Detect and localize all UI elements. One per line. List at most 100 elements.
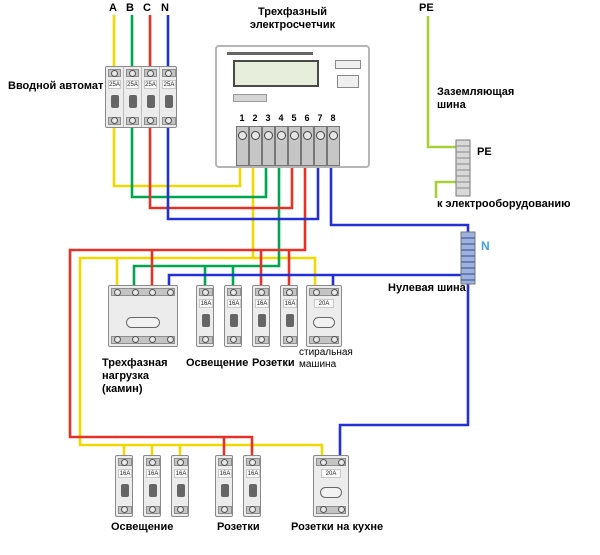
screw-icon bbox=[166, 289, 174, 296]
screw-icon bbox=[312, 336, 320, 343]
terminal-screw-icon bbox=[328, 131, 338, 140]
meter-terminal bbox=[300, 126, 314, 166]
screw-icon bbox=[165, 117, 172, 124]
wire-pe bbox=[426, 16, 456, 149]
washing-machine-line2: машина bbox=[299, 359, 337, 370]
meter-terminal bbox=[326, 126, 340, 166]
terminal-screw-icon bbox=[250, 131, 260, 140]
sockets-bottom-label: Розетки bbox=[217, 521, 260, 533]
input-breaker-label: Вводной автомат bbox=[8, 80, 104, 92]
screw-icon bbox=[149, 459, 156, 466]
phase-n-label: N bbox=[161, 2, 169, 14]
rcd-kitchen-sockets: 20A bbox=[313, 455, 349, 517]
meter-terminal bbox=[287, 126, 301, 166]
screw-icon bbox=[128, 117, 136, 124]
three-phase-load-line2: нагрузка bbox=[102, 370, 149, 382]
breaker-sockets-mid-1: 16A bbox=[252, 285, 270, 347]
meter-terminal bbox=[248, 126, 262, 166]
toggle-lever-icon bbox=[121, 484, 129, 497]
screw-icon bbox=[221, 459, 228, 466]
screw-icon bbox=[131, 336, 139, 343]
rating-label: 25A bbox=[144, 80, 157, 89]
terminal-cap bbox=[111, 336, 175, 344]
wire-phase-a bbox=[180, 443, 324, 455]
wire-phase-b bbox=[132, 168, 281, 285]
screw-icon bbox=[286, 336, 293, 343]
screw-icon bbox=[319, 459, 327, 466]
breaker-pole: 16A bbox=[253, 286, 271, 346]
phase-c-label: C bbox=[143, 2, 151, 14]
screw-icon bbox=[258, 289, 265, 296]
phase-b-label: B bbox=[126, 2, 134, 14]
terminal-number: 7 bbox=[317, 113, 323, 123]
rating-label: 16A bbox=[246, 469, 260, 478]
screw-icon bbox=[202, 336, 209, 343]
terminal-screw-icon bbox=[289, 131, 299, 140]
washing-machine-label: стиральная машина bbox=[299, 347, 353, 371]
rating-label: 20A bbox=[314, 299, 334, 308]
screw-icon bbox=[110, 70, 118, 77]
grounding-bus-line2: шина bbox=[437, 99, 466, 111]
neutral-bus-bar bbox=[460, 231, 476, 285]
breaker-pole: 25A bbox=[160, 67, 178, 127]
toggle-lever-icon bbox=[249, 484, 257, 497]
pe-bus-label: PE bbox=[477, 146, 492, 158]
terminal-cap bbox=[316, 458, 346, 466]
terminal-cap bbox=[111, 288, 175, 296]
screw-icon bbox=[202, 289, 209, 296]
meter-title: Трехфазный электросчетчик bbox=[215, 6, 370, 32]
screw-icon bbox=[146, 117, 154, 124]
breaker-pole: 16A bbox=[216, 456, 234, 516]
breaker-lighting-bottom-3: 16A bbox=[171, 455, 189, 517]
rating-label: 16A bbox=[218, 469, 232, 478]
toggle-lever-icon bbox=[110, 95, 119, 108]
wire-pe bbox=[434, 180, 456, 198]
toggle-lever-icon bbox=[128, 95, 137, 108]
rating-label: 16A bbox=[174, 469, 188, 478]
breaker-pole: 25A bbox=[106, 67, 124, 127]
terminal-cap bbox=[316, 506, 346, 514]
test-button-icon bbox=[313, 317, 335, 328]
three-phase-load-line1: Трехфазная bbox=[102, 357, 168, 369]
rating-label: 16A bbox=[283, 299, 297, 308]
terminal-number: 8 bbox=[330, 113, 336, 123]
meter-terminal bbox=[313, 126, 327, 166]
toggle-lever-icon bbox=[177, 484, 185, 497]
screw-icon bbox=[286, 289, 293, 296]
rating-label: 25A bbox=[162, 80, 176, 89]
toggle-lever-icon bbox=[165, 95, 173, 108]
breaker-pole: 16A bbox=[172, 456, 190, 516]
screw-icon bbox=[312, 289, 320, 296]
test-button-icon bbox=[126, 317, 160, 328]
wire-neutral bbox=[338, 284, 470, 455]
screw-icon bbox=[249, 506, 256, 513]
breaker-sockets-bottom-2: 16A bbox=[243, 455, 261, 517]
rating-label: 20A bbox=[321, 469, 341, 478]
sockets-mid-label: Розетки bbox=[252, 357, 295, 369]
to-equipment-label: к электрооборудованию bbox=[437, 198, 571, 210]
wire-phase-c bbox=[68, 168, 307, 455]
terminal-cap bbox=[309, 336, 339, 344]
screw-icon bbox=[177, 459, 184, 466]
screw-icon bbox=[146, 70, 154, 77]
toggle-lever-icon bbox=[258, 314, 266, 327]
meter-terminal bbox=[261, 126, 275, 166]
terminal-number: 3 bbox=[265, 113, 271, 123]
toggle-lever-icon bbox=[230, 314, 238, 327]
meter-decor-box2 bbox=[337, 75, 359, 88]
meter-title-line2: электросчетчик bbox=[249, 19, 336, 31]
breaker-pole: 16A bbox=[144, 456, 162, 516]
terminal-number: 5 bbox=[291, 113, 297, 123]
screw-icon bbox=[330, 289, 338, 296]
grounding-bus-line1: Заземляющая bbox=[437, 86, 515, 98]
terminal-screw-icon bbox=[315, 131, 325, 140]
screw-icon bbox=[166, 336, 174, 343]
meter-decor-box1 bbox=[335, 60, 361, 69]
wire-neutral bbox=[329, 168, 470, 232]
breaker-sockets-mid-2: 16A bbox=[280, 285, 298, 347]
meter-decor-box3 bbox=[233, 94, 267, 102]
rating-label: 16A bbox=[255, 299, 269, 308]
